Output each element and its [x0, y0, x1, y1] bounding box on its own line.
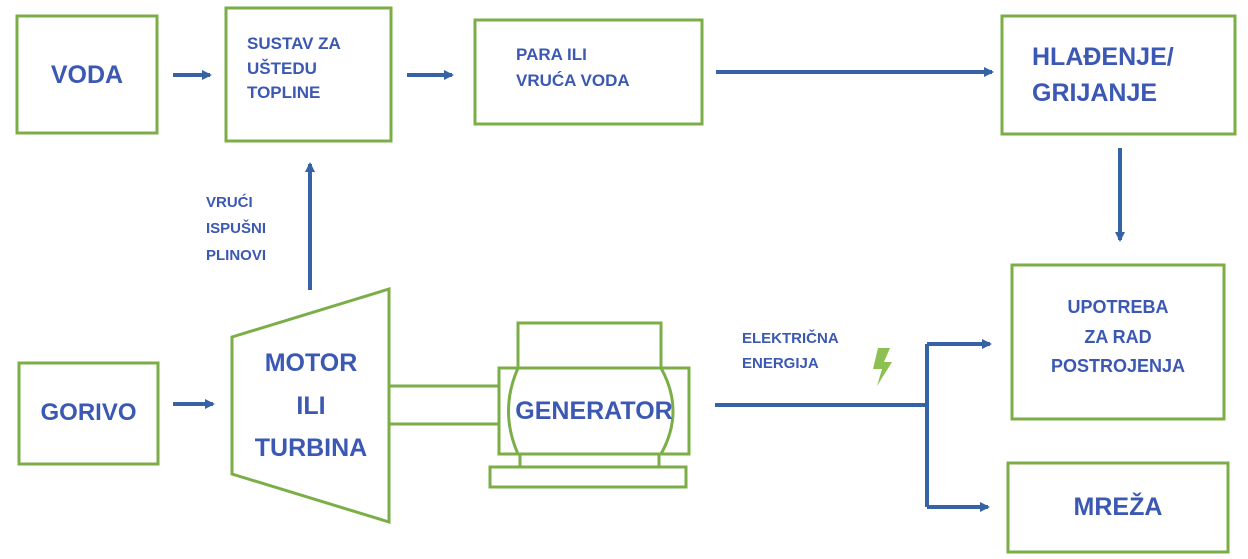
node-para-label: PARA ILI VRUĆA VODA [516, 45, 630, 90]
node-gorivo-label: GORIVO [40, 399, 137, 426]
node-generator-label: GENERATOR [515, 397, 673, 425]
node-voda-label: VODA [50, 61, 124, 89]
lightning-bolt-icon [873, 348, 892, 386]
generator-left-arc [507, 367, 520, 455]
edge-electric-label: ELEKTRIČNA ENERGIJA [742, 330, 839, 372]
shaft [387, 384, 501, 426]
generator-top [516, 321, 663, 370]
node-mreza-label: MREŽA [1073, 493, 1163, 521]
box-motor [230, 286, 391, 525]
box-voda [15, 14, 159, 135]
node-upotreba-label: UPOTREBA ZA RAD POSTROJENJA [1050, 297, 1186, 377]
node-motor-label: MOTOR ILI TURBINA [254, 349, 368, 462]
generator-right-arc [659, 367, 675, 455]
box-gorivo [17, 361, 160, 466]
node-hladenje-label: HLAĐENJE/ GRIJANJE [1032, 43, 1174, 108]
box-sustav [224, 6, 393, 143]
generator-base [488, 465, 688, 489]
node-sustav-label: SUSTAV ZA UŠTEDU TOPLINE [247, 34, 341, 103]
box-hladenje [1000, 14, 1237, 136]
box-para [473, 18, 704, 126]
box-mreza [1006, 461, 1230, 554]
edge-exhaust-label: VRUĆI ISPUŠNI PLINOVI [206, 194, 267, 264]
box-upotreba [1010, 263, 1226, 421]
